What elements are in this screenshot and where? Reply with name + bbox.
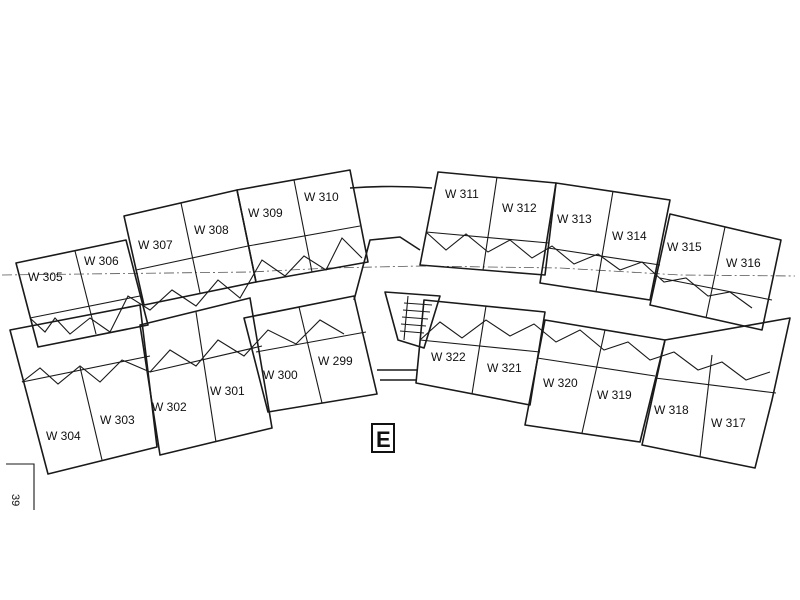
room-label-w305: W 305	[28, 270, 63, 284]
wing-marker-box	[371, 423, 395, 453]
margin-note: 39	[9, 494, 21, 506]
center-axis-line	[1, 265, 796, 277]
lower-right-rooms	[415, 299, 791, 469]
room-label-w300: W 300	[263, 368, 298, 382]
room-label-w322: W 322	[431, 350, 466, 364]
room-label-w311: W 311	[445, 187, 479, 201]
room-label-w317: W 317	[711, 416, 746, 430]
margin-note-group: 39	[6, 463, 35, 510]
room-label-w312: W 312	[502, 201, 537, 215]
room-label-w310: W 310	[304, 190, 339, 204]
central-core	[349, 185, 441, 381]
room-label-w302: W 302	[152, 400, 187, 414]
room-label-w320: W 320	[543, 376, 578, 390]
room-label-w299: W 299	[318, 354, 353, 368]
wing-label: E	[376, 427, 391, 452]
room-label-w309: W 309	[248, 206, 283, 220]
room-label-w307: W 307	[138, 238, 173, 252]
room-label-w316: W 316	[726, 256, 761, 270]
room-label-w308: W 308	[194, 223, 229, 237]
room-labels: W 305 W 306 W 307 W 308 W 309 W 310 W 31…	[28, 187, 761, 443]
room-label-w313: W 313	[557, 212, 592, 226]
room-label-w314: W 314	[612, 229, 647, 243]
wing-marker: E	[371, 423, 395, 453]
room-label-w301: W 301	[210, 384, 245, 398]
room-label-w319: W 319	[597, 388, 632, 402]
room-label-w306: W 306	[84, 254, 119, 268]
room-label-w303: W 303	[100, 413, 135, 427]
room-label-w315: W 315	[667, 240, 702, 254]
room-label-w318: W 318	[654, 403, 689, 417]
stairwell	[384, 291, 441, 349]
corridor-walls	[21, 231, 771, 385]
room-label-w304: W 304	[46, 429, 81, 443]
lower-left-rooms	[9, 295, 378, 475]
room-label-w321: W 321	[487, 361, 522, 375]
